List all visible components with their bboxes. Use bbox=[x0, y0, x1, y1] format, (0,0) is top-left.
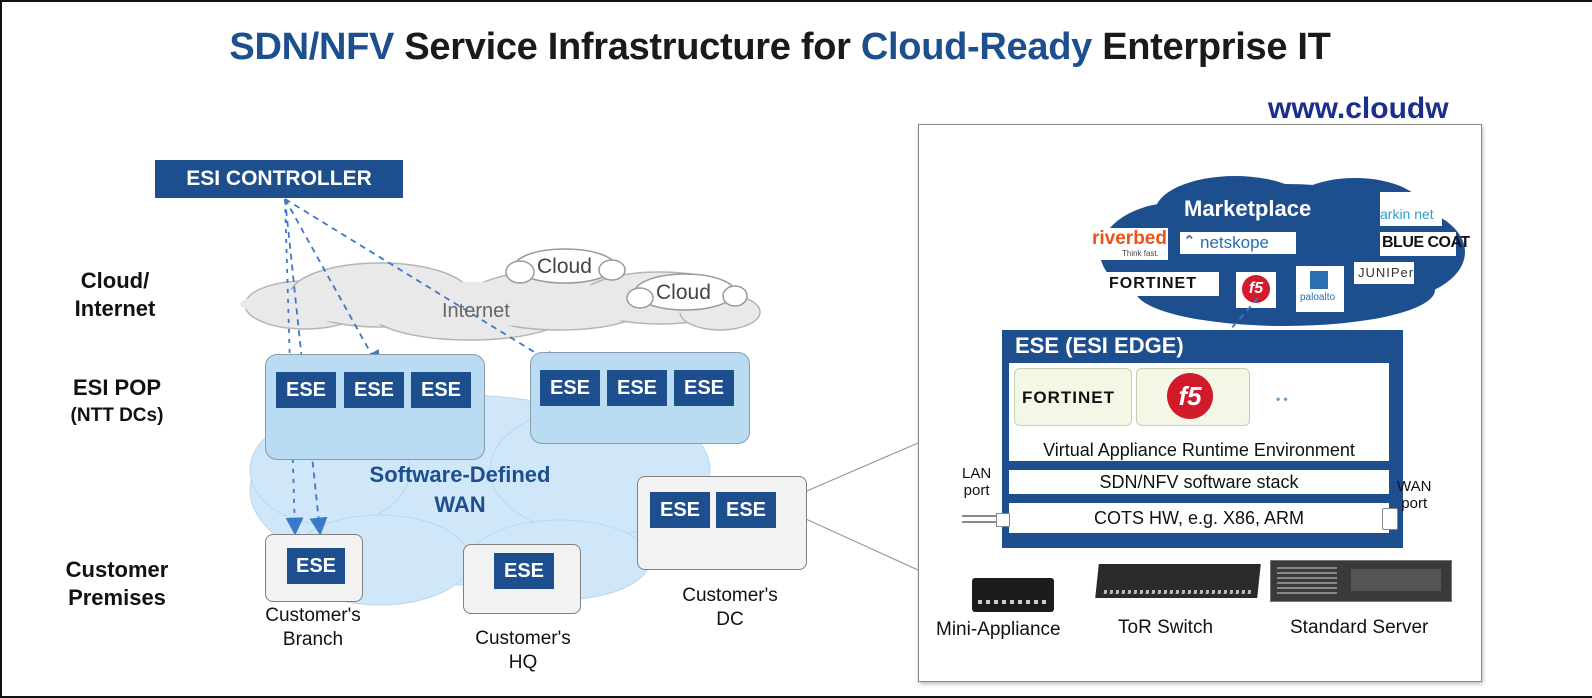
ese-node: ESE bbox=[650, 492, 710, 528]
sdwan-label: Software-Defined WAN bbox=[340, 460, 580, 520]
row-label-pop-line2: (NTT DCs) bbox=[70, 405, 164, 426]
ese-node: ESE bbox=[411, 372, 471, 408]
customer-dc-label: Customer's DC bbox=[665, 584, 795, 632]
bluecoat-logo-text: BLUE COAT bbox=[1382, 234, 1470, 251]
wan-port-line1: WAN bbox=[1397, 478, 1432, 495]
juniper-logo: JUNIPer bbox=[1354, 262, 1414, 284]
va-fortinet-text: FORTINET bbox=[1022, 388, 1115, 407]
source-url: www.cloudw bbox=[1268, 92, 1449, 125]
title-end: Enterprise IT bbox=[1091, 26, 1331, 68]
ese-node: ESE bbox=[344, 372, 404, 408]
va-f5-circle-icon: f5 bbox=[1167, 373, 1213, 419]
row-label-pop-line1: ESI POP bbox=[72, 375, 162, 400]
fortinet-logo-text: FORTINET bbox=[1109, 275, 1197, 292]
ese-node: ESE bbox=[607, 370, 667, 406]
title-middle: Service Infrastructure for bbox=[394, 26, 861, 68]
lan-port-line1: LAN bbox=[962, 465, 992, 482]
cloud-label-1: Cloud bbox=[537, 255, 592, 278]
lan-port-label: LAN port bbox=[962, 465, 991, 499]
cots-hw-row: COTS HW, e.g. X86, ARM bbox=[1009, 503, 1389, 533]
lan-port-connector-icon bbox=[962, 513, 1012, 527]
arkin-logo-text: arkin net bbox=[1380, 206, 1434, 222]
row-label-cloud-line2: Internet bbox=[74, 296, 156, 321]
ese-node: ESE bbox=[716, 492, 776, 528]
sdwan-line2: WAN bbox=[434, 492, 486, 517]
row-label-prem-line2: Premises bbox=[68, 585, 166, 610]
ese-node: ESE bbox=[287, 548, 345, 584]
marketplace-title: Marketplace bbox=[1184, 196, 1312, 221]
ese-node: ESE bbox=[494, 553, 554, 589]
f5-logo-text: f5 bbox=[1248, 280, 1264, 297]
riverbed-logo-tag: Think fast. bbox=[1122, 249, 1159, 258]
ese-node: ESE bbox=[674, 370, 734, 406]
tor-switch-image bbox=[1095, 564, 1261, 598]
lan-port-line2: port bbox=[963, 482, 990, 499]
sdn-nfv-stack-row: SDN/NFV software stack bbox=[1009, 470, 1389, 494]
standard-server-label: Standard Server bbox=[1290, 617, 1429, 638]
netskope-logo: netskope ⌃ bbox=[1180, 232, 1296, 254]
customer-hq-label: Customer's HQ bbox=[458, 627, 588, 675]
standard-server-image bbox=[1270, 560, 1452, 602]
row-label-pop: ESI POP (NTT DCs) bbox=[52, 374, 182, 430]
paloalto-mark-icon bbox=[1310, 271, 1328, 289]
va-fortinet-box: FORTINET bbox=[1014, 368, 1132, 426]
netskope-logo-text: netskope bbox=[1200, 233, 1269, 252]
branch-line2: Branch bbox=[282, 629, 344, 650]
dc-line2: DC bbox=[716, 609, 744, 630]
riverbed-logo: riverbed Think fast. bbox=[1090, 228, 1168, 260]
hq-line2: HQ bbox=[508, 652, 538, 673]
netskope-mark-icon: ⌃ bbox=[1183, 233, 1196, 250]
mini-appliance-label: Mini-Appliance bbox=[936, 619, 1061, 640]
fortinet-logo-market: FORTINET bbox=[1105, 272, 1219, 296]
title-cloud-ready: Cloud-Ready bbox=[860, 26, 1092, 68]
slide-title: SDN/NFV Service Infrastructure for Cloud… bbox=[0, 26, 1560, 69]
cloud-shape-1 bbox=[505, 248, 626, 284]
va-more-dots: • • bbox=[1276, 392, 1288, 406]
tor-switch-label: ToR Switch bbox=[1118, 617, 1214, 638]
va-f5-text: f5 bbox=[1178, 380, 1202, 411]
ese-node: ESE bbox=[540, 370, 600, 406]
hq-line1: Customer's bbox=[475, 628, 571, 649]
ese-node: ESE bbox=[276, 372, 336, 408]
f5-circle-icon: f5 bbox=[1242, 275, 1270, 303]
esi-controller-box: ESI CONTROLLER bbox=[155, 160, 403, 198]
va-f5-box: f5 bbox=[1136, 368, 1250, 426]
ese-edge-title: ESE (ESI EDGE) bbox=[1015, 333, 1184, 358]
paloalto-logo-text: paloalto bbox=[1300, 292, 1336, 303]
mini-appliance-image bbox=[972, 578, 1054, 612]
bluecoat-logo: BLUE COAT bbox=[1380, 232, 1470, 256]
runtime-label: Virtual Appliance Runtime Environment bbox=[1043, 440, 1355, 460]
branch-line1: Customer's bbox=[265, 605, 361, 626]
riverbed-logo-text: riverbed bbox=[1092, 228, 1167, 249]
paloalto-logo: paloalto bbox=[1296, 266, 1344, 312]
title-sdn-nfv: SDN/NFV bbox=[229, 26, 395, 68]
customer-branch-label: Customer's Branch bbox=[248, 604, 378, 652]
cloud-shape-2 bbox=[626, 273, 748, 311]
f5-logo-market: f5 bbox=[1236, 272, 1276, 308]
sdwan-line1: Software-Defined bbox=[369, 462, 551, 487]
juniper-logo-text: JUNIPer bbox=[1358, 265, 1415, 280]
wan-port-connector-icon bbox=[1382, 508, 1398, 530]
row-label-cloud: Cloud/ Internet bbox=[60, 267, 170, 323]
cloud-label-2: Cloud bbox=[656, 281, 711, 304]
wan-port-label: WAN port bbox=[1397, 478, 1431, 512]
wan-port-line2: port bbox=[1401, 495, 1428, 512]
internet-label: Internet bbox=[442, 300, 510, 322]
row-label-cloud-line1: Cloud/ bbox=[80, 268, 150, 293]
arkin-logo: arkin net bbox=[1380, 192, 1442, 226]
row-label-prem-line1: Customer bbox=[65, 557, 169, 582]
row-label-premises: Customer Premises bbox=[52, 556, 182, 612]
dc-line1: Customer's bbox=[682, 585, 778, 606]
